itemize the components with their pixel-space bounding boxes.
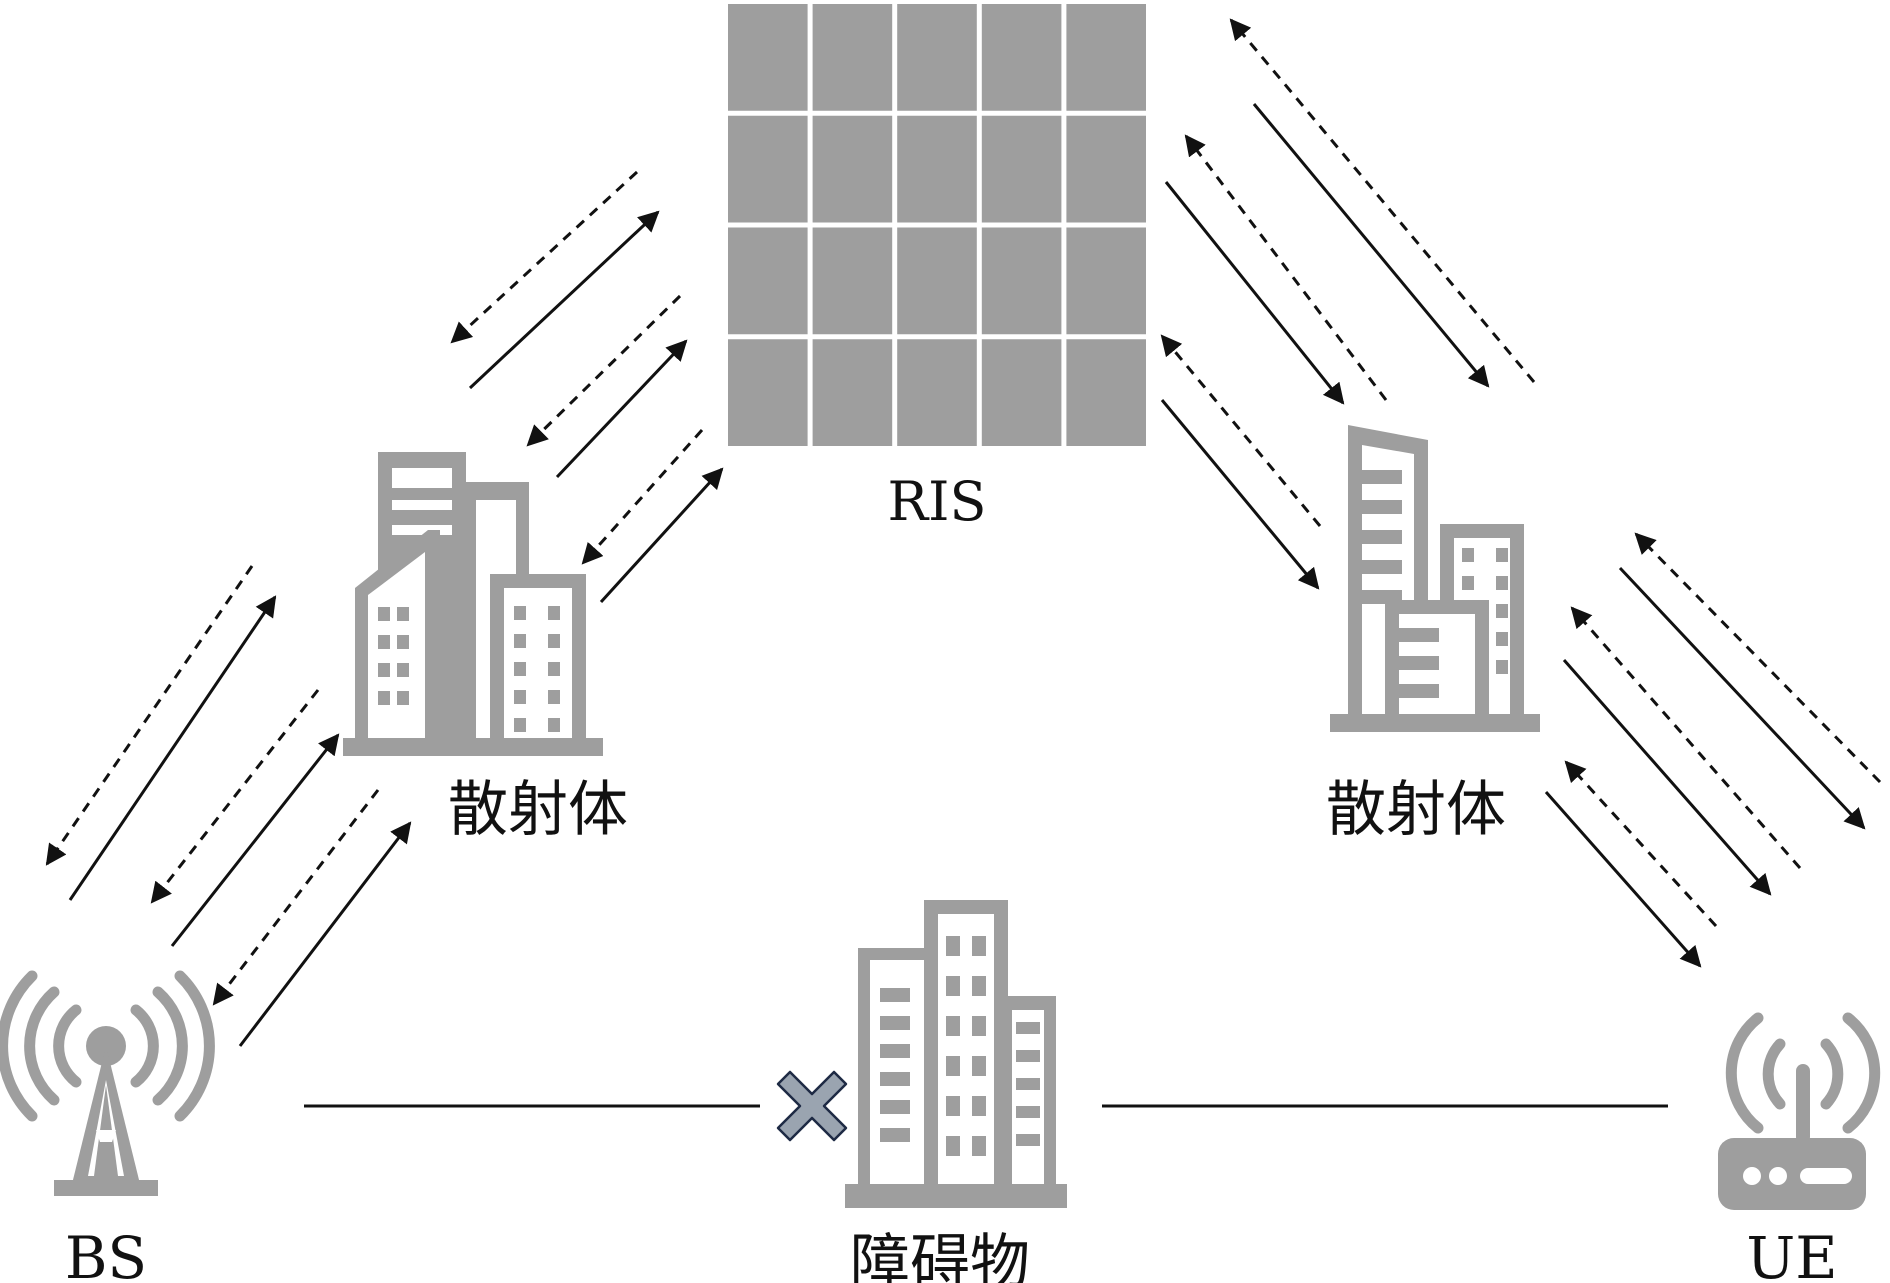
ris-element — [812, 115, 893, 223]
arrow-solid — [468, 210, 660, 390]
buildings-icon — [343, 452, 603, 756]
ris-element — [812, 339, 893, 446]
arrow-solid — [1252, 103, 1490, 388]
arrow-solid — [170, 733, 340, 947]
ris-element — [1066, 4, 1146, 111]
arrow-dashed — [212, 789, 380, 1006]
arrow-solid — [1160, 399, 1320, 590]
ris-panel — [728, 4, 1146, 446]
ris-element — [812, 4, 893, 111]
x-mark-icon — [776, 1070, 848, 1142]
ris-element — [1066, 115, 1146, 223]
ris-element — [981, 227, 1062, 335]
arrow-solid — [238, 821, 412, 1047]
arrow-solid — [1544, 791, 1702, 968]
ris-element — [728, 4, 808, 111]
building-icon — [845, 900, 1067, 1208]
ris-element — [728, 339, 808, 446]
buildings-icon — [1330, 425, 1540, 732]
ris-element — [981, 339, 1062, 446]
arrow-dashed — [1564, 760, 1718, 928]
arrow-solid — [1618, 566, 1866, 830]
arrow-solid — [68, 595, 277, 901]
arrow-solid — [1164, 181, 1345, 405]
arrow-solid — [599, 467, 724, 604]
ue-label: UE — [1746, 1224, 1837, 1283]
arrow-dashed — [45, 565, 254, 866]
arrow-dashed — [450, 170, 639, 344]
cell-tower-icon — [0, 970, 215, 1196]
ris-element — [897, 339, 977, 446]
ris-element — [728, 115, 808, 223]
ris-element — [897, 4, 977, 111]
ris-label: RIS — [888, 470, 987, 533]
arrow-dashed — [1184, 134, 1388, 401]
ris-element — [981, 115, 1062, 223]
signal-arrows — [45, 18, 1882, 1047]
ris-element — [897, 227, 977, 335]
arrow-solid — [555, 339, 688, 479]
arrow-dashed — [581, 428, 704, 565]
scatterer-right-label: 散射体 — [1326, 775, 1506, 845]
ris-element — [728, 227, 808, 335]
obstacle-label: 障碍物 — [850, 1228, 1030, 1283]
bs-label: BS — [65, 1224, 147, 1283]
arrow-dashed — [1229, 18, 1536, 383]
ris-element — [1066, 339, 1146, 446]
ris-element — [812, 227, 893, 335]
arrow-dashed — [1570, 606, 1802, 869]
ris-element — [1066, 227, 1146, 335]
ris-element — [981, 4, 1062, 111]
scatterer-left-label: 散射体 — [448, 775, 628, 845]
ris-element — [897, 115, 977, 223]
arrow-dashed — [1634, 532, 1882, 784]
wifi-router-icon — [1718, 1012, 1881, 1210]
arrow-solid — [1562, 659, 1772, 896]
arrow-dashed — [150, 689, 320, 904]
arrow-dashed — [1160, 334, 1322, 527]
